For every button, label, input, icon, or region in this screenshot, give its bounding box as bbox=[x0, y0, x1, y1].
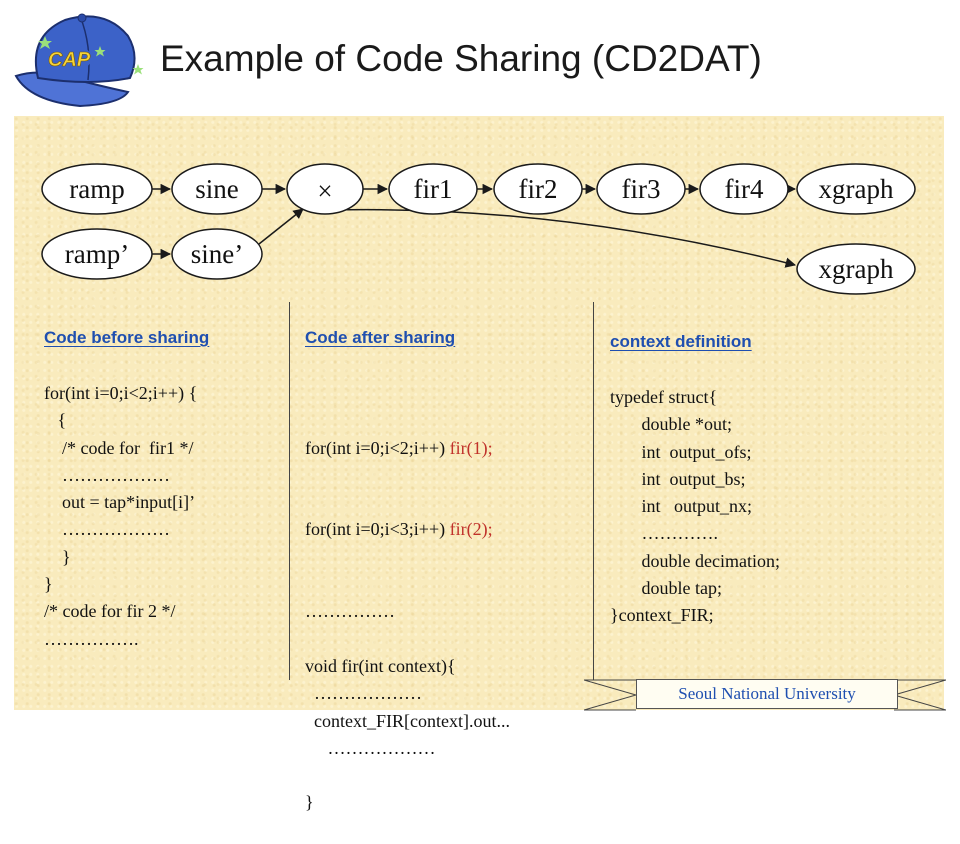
node-mult bbox=[286, 163, 364, 215]
code-line: { bbox=[44, 410, 67, 431]
node-label-ramp: ramp bbox=[69, 174, 124, 204]
after-code-block: for(int i=0;i<2;i++) fir(1); for(int i=0… bbox=[305, 380, 510, 844]
cap-logo: CAP bbox=[14, 13, 144, 108]
star-icon bbox=[132, 64, 144, 75]
fir1-call: fir(1); bbox=[449, 437, 493, 458]
node-ramp2 bbox=[41, 228, 153, 280]
after-heading: Code after sharing bbox=[305, 328, 456, 347]
fir2-call: fir(2); bbox=[449, 519, 493, 540]
node-label-fir2: fir2 bbox=[519, 174, 558, 204]
star-icon bbox=[38, 36, 52, 49]
code-line: …………… bbox=[305, 601, 395, 622]
code-line: int output_bs; bbox=[610, 468, 746, 489]
after-code-line: for(int i=0;i<2;i++) fir(1); bbox=[305, 437, 493, 458]
edges-layer bbox=[152, 183, 797, 268]
node-label-sine: sine bbox=[195, 174, 239, 204]
before-code-block: for(int i=0;i<2;i++) { { /* code for fir… bbox=[44, 380, 197, 653]
node-fir4 bbox=[699, 163, 789, 215]
node-ramp bbox=[41, 163, 153, 215]
code-line: /* code for fir1 */ bbox=[44, 437, 194, 458]
node-sine bbox=[171, 163, 263, 215]
code-line bbox=[305, 762, 510, 789]
code-line: void fir(int context){ bbox=[305, 655, 456, 676]
code-line bbox=[305, 626, 510, 653]
node-label-fir3: fir3 bbox=[622, 174, 661, 204]
nodes-layer: ramp sine × fir1 fir2 fir3 fir4 xgraph ramp’ sine… bbox=[41, 163, 916, 295]
code-line: } bbox=[305, 792, 314, 813]
cap-logo-text: CAP bbox=[48, 49, 91, 71]
node-xgraph2 bbox=[796, 243, 916, 295]
node-label-sine2: sine’ bbox=[191, 239, 243, 269]
code-line: } bbox=[44, 546, 71, 567]
footer-text: Seoul National University bbox=[678, 684, 856, 703]
code-line: context_FIR[context].out... bbox=[305, 710, 510, 731]
code-line: ……………… bbox=[44, 464, 170, 485]
code-line: for(int i=0;i<2;i++) { bbox=[44, 383, 198, 403]
node-label-xgraph1: xgraph bbox=[819, 174, 894, 204]
node-label-ramp2: ramp’ bbox=[65, 239, 129, 269]
code-line: out = tap*input[i]’ bbox=[44, 492, 196, 513]
node-fir1 bbox=[388, 163, 478, 215]
after-code-line: for(int i=0;i<3;i++) fir(2); bbox=[305, 519, 493, 540]
code-line: /* code for fir 2 */ bbox=[44, 601, 176, 622]
context-code-block: typedef struct{ double *out; int output_… bbox=[610, 384, 780, 630]
page-title: Example of Code Sharing (CD2DAT) bbox=[160, 38, 762, 79]
code-line: double *out; bbox=[610, 414, 733, 435]
node-label-mult: × bbox=[317, 176, 332, 206]
node-label-xgraph2: xgraph bbox=[819, 254, 894, 284]
code-line: double tap; bbox=[610, 578, 722, 599]
dataflow-diagram: ramp sine × fir1 fir2 fir3 fir4 xgraph ramp’ sine… bbox=[41, 163, 916, 295]
cap-badge bbox=[44, 44, 92, 72]
node-fir3 bbox=[596, 163, 686, 215]
code-line: int output_ofs; bbox=[610, 441, 752, 462]
before-heading: Code before sharing bbox=[44, 328, 210, 347]
node-label-fir4: fir4 bbox=[725, 174, 764, 204]
code-line: typedef struct{ bbox=[610, 387, 718, 407]
cap-button bbox=[77, 13, 87, 23]
paper-background bbox=[14, 116, 944, 710]
after-code-rest: …………… void fir(int context){ ……………… cont… bbox=[305, 598, 510, 816]
footer-box: Seoul National University bbox=[636, 679, 898, 709]
code-line: ……………. bbox=[44, 628, 139, 649]
code-line: ……………… bbox=[44, 519, 170, 540]
edge-mult-to-xgraph2 bbox=[329, 208, 797, 268]
column-divider bbox=[593, 302, 594, 680]
node-xgraph1 bbox=[796, 163, 916, 215]
code-line: ……………… bbox=[305, 737, 436, 758]
edge-sine2-to-mult bbox=[258, 208, 304, 245]
code-line: }context_FIR; bbox=[610, 605, 714, 626]
code-line: int output_nx; bbox=[610, 496, 753, 517]
code-line: } bbox=[44, 574, 53, 595]
code-line: …………. bbox=[610, 523, 719, 544]
column-divider bbox=[289, 302, 290, 680]
context-heading: context definition bbox=[610, 332, 752, 351]
code-line: double decimation; bbox=[610, 550, 780, 571]
node-label-fir1: fir1 bbox=[414, 174, 453, 204]
star-icon bbox=[94, 46, 106, 57]
node-sine2 bbox=[171, 228, 263, 280]
code-line: ……………… bbox=[305, 683, 422, 704]
node-fir2 bbox=[493, 163, 583, 215]
